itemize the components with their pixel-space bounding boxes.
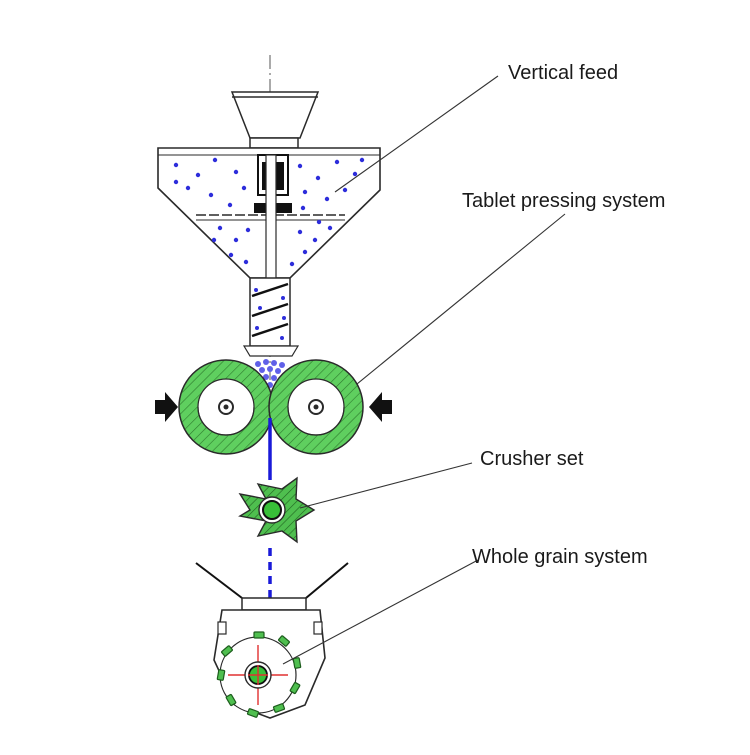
- arrow-left-icon: [369, 392, 392, 422]
- arrow-right-icon: [155, 392, 178, 422]
- crusher-rotor: [238, 476, 316, 544]
- granules-hopper: [173, 157, 365, 267]
- leader-vertical-feed: [334, 75, 499, 193]
- leader-tablet-pressing: [356, 213, 566, 385]
- label-vertical-feed: Vertical feed: [508, 62, 619, 84]
- label-crusher-set: Crusher set: [480, 448, 584, 470]
- hopper: [157, 147, 381, 281]
- roller-left: [178, 359, 274, 455]
- screw-auger: [242, 277, 300, 357]
- label-whole-grain: Whole grain system: [472, 546, 648, 568]
- label-tablet-pressing: Tablet pressing system: [462, 190, 666, 212]
- granules-nip: [255, 359, 285, 388]
- leader-crusher-set: [299, 462, 473, 509]
- feed-funnel: [230, 91, 320, 149]
- leader-whole-grain: [282, 559, 479, 665]
- whole-grain-unit: [195, 562, 349, 719]
- roller-right: [268, 359, 364, 455]
